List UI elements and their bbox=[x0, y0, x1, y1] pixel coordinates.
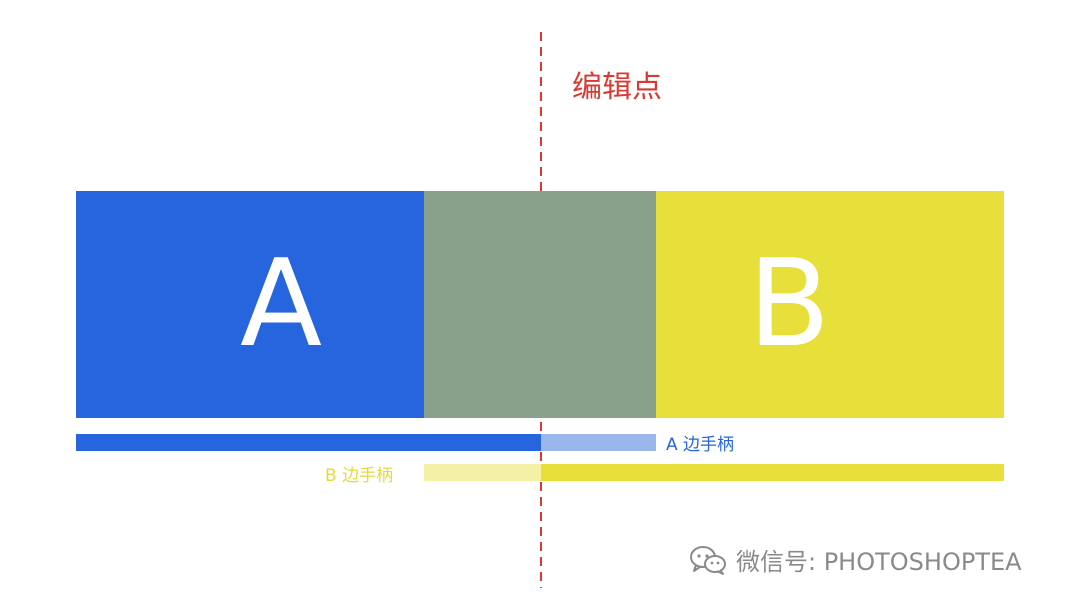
clip-a-handle-bar bbox=[541, 434, 656, 451]
clip-b: B bbox=[656, 191, 1004, 418]
edit-point-label: 编辑点 bbox=[572, 70, 662, 105]
clip-b-range-bar bbox=[541, 464, 1004, 481]
wechat-icon bbox=[688, 544, 728, 576]
clip-b-handle-label: B 边手柄 bbox=[325, 466, 394, 486]
clip-a-letter: A bbox=[240, 234, 323, 374]
clip-b-letter: B bbox=[748, 234, 831, 374]
clip-overlap bbox=[424, 191, 656, 418]
clip-a-range-bar bbox=[76, 434, 541, 451]
watermark: 微信号: PHOTOSHOPTEA bbox=[688, 542, 1022, 577]
watermark-text: 微信号: PHOTOSHOPTEA bbox=[736, 548, 1022, 576]
clip-a-handle-label: A 边手柄 bbox=[666, 435, 735, 455]
clip-a: A bbox=[76, 191, 424, 418]
clip-b-handle-bar bbox=[424, 464, 541, 481]
